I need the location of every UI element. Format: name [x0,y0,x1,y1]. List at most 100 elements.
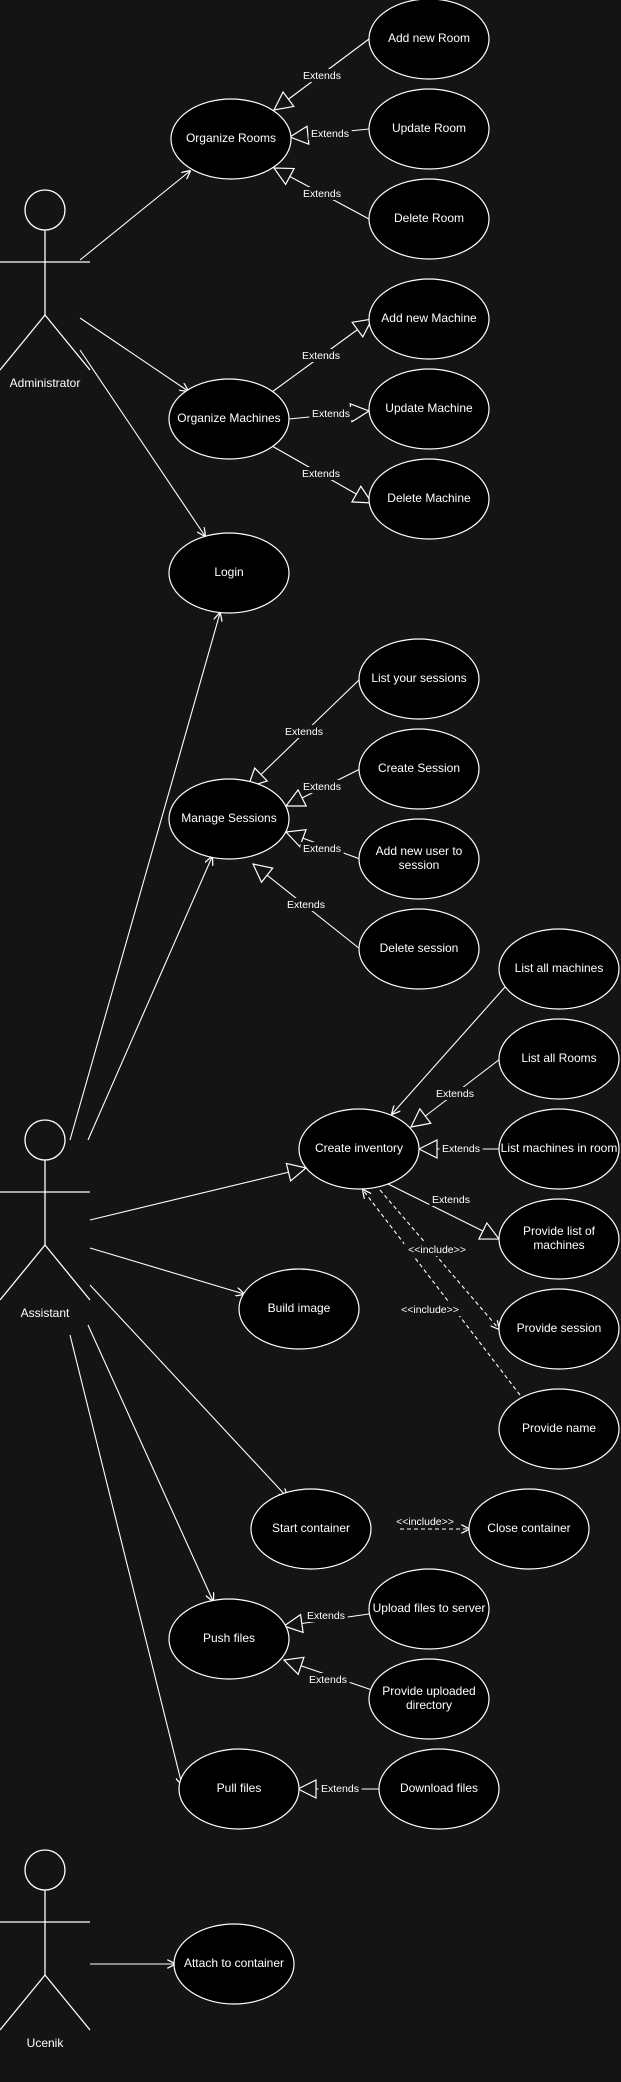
use-case-list-machines-in-room[interactable]: List machines in room [498,1108,620,1190]
use-case-label: directory [406,1698,452,1712]
relation-label-text: Extends [303,70,341,82]
use-case-list-all-rooms[interactable]: List all Rooms [498,1018,620,1100]
include-edge [363,1190,521,1396]
use-case-ellipse [368,178,490,260]
use-case-organize-machines[interactable]: Organize Machines [168,378,290,460]
use-case-label: List all Rooms [521,1051,596,1065]
use-case-attach-to-container[interactable]: Attach to container [173,1923,295,2005]
use-case-label: Attach to container [184,1956,284,1970]
label-background [397,1303,463,1316]
use-case-pull-files[interactable]: Pull files [178,1748,300,1830]
association-edge [79,317,188,391]
relation-label-text: Extends [303,188,341,200]
use-case-list-all-machines[interactable]: List all machines [498,928,620,1010]
actor-assistant[interactable]: Assistant [0,1119,91,1320]
use-case-ellipse [368,368,490,450]
use-case-label: List machines in room [501,1141,618,1155]
use-case-build-image[interactable]: Build image [238,1268,360,1350]
use-case-label: Delete Machine [387,491,471,505]
use-case-add-new-room[interactable]: Add new Room [368,0,490,80]
use-case-download-files[interactable]: Download files [378,1748,500,1830]
use-case-create-inventory[interactable]: Create inventory [298,1108,420,1190]
use-case-push-files[interactable]: Push files [168,1598,290,1680]
use-case-provide-name[interactable]: Provide name [498,1388,620,1470]
relation-label-text: <<include>> [401,1304,459,1316]
use-case-organize-rooms[interactable]: Organize Rooms [170,98,292,180]
actor-ucenik[interactable]: Ucenik [0,1849,91,2050]
include-label: <<include>> [397,1303,463,1316]
extend-label: Extends [300,187,344,200]
extend-edge [379,1179,499,1239]
use-case-label: Push files [203,1631,255,1645]
label-background [282,725,326,738]
use-case-label: Close container [487,1521,570,1535]
label-background [299,467,343,480]
extend-label: Extends [433,1087,477,1100]
relation-label-text: Extends [309,1674,347,1686]
use-case-start-container[interactable]: Start container [250,1488,372,1570]
label-background [308,127,352,140]
use-case-label: Update Room [392,121,466,135]
use-case-label: Organize Machines [177,411,280,425]
use-case-ellipse [368,0,490,80]
use-case-ellipse [498,1288,620,1370]
use-case-provide-session[interactable]: Provide session [498,1288,620,1370]
association-edge [69,613,220,1141]
label-background [300,187,344,200]
extend-label: Extends [439,1142,483,1155]
use-case-label: Add new Machine [381,311,477,325]
label-background [439,1142,483,1155]
label-background [392,1515,458,1528]
use-case-create-session[interactable]: Create Session [358,728,480,810]
actor-administrator[interactable]: Administrator [0,189,91,390]
extend-label: Extends [306,1673,350,1686]
use-case-delete-room[interactable]: Delete Room [368,178,490,260]
actor-head [24,1849,66,1891]
use-case-ellipse [368,88,490,170]
use-case-close-container[interactable]: Close container [468,1488,590,1570]
use-case-label: Pull files [217,1781,262,1795]
use-case-list-your-sessions[interactable]: List your sessions [358,638,480,720]
use-case-login[interactable]: Login [168,532,290,614]
use-case-ellipse [368,458,490,540]
use-case-ellipse [168,378,290,460]
label-background [433,1087,477,1100]
label-background [306,1673,350,1686]
use-case-ellipse [368,1568,490,1650]
relation-label-text: Extends [302,468,340,480]
use-case-update-room[interactable]: Update Room [368,88,490,170]
use-case-ellipse [368,278,490,360]
use-case-ellipse [498,1388,620,1470]
use-case-label: Build image [268,1301,331,1315]
use-case-upload-files-to-server[interactable]: Upload files to server [368,1568,490,1650]
use-case-ellipse [170,98,292,180]
extend-label: Extends [299,467,343,480]
association-edge [69,1334,182,1785]
association-edge [89,1247,244,1294]
use-case-label: Delete Room [394,211,464,225]
use-case-update-machine[interactable]: Update Machine [368,368,490,450]
use-case-ellipse [498,1108,620,1190]
use-case-label: Provide uploaded [382,1684,475,1698]
use-case-label: Add new Room [388,31,470,45]
label-background [300,842,344,855]
use-case-label: Provide name [522,1421,596,1435]
use-case-label: Manage Sessions [181,811,276,825]
use-case-label: session [399,858,440,872]
relation-label-text: Extends [307,1610,345,1622]
use-case-delete-session[interactable]: Delete session [358,908,480,990]
use-case-ellipse [498,1198,620,1280]
relation-label-text: Extends [303,843,341,855]
include-label: <<include>> [404,1243,470,1256]
association-edge [87,1324,213,1601]
use-case-add-new-machine[interactable]: Add new Machine [368,278,490,360]
use-case-delete-machine[interactable]: Delete Machine [368,458,490,540]
label-background [299,349,343,362]
use-case-ellipse [468,1488,590,1570]
use-case-ellipse [358,638,480,720]
use-case-manage-sessions[interactable]: Manage Sessions [168,778,290,860]
